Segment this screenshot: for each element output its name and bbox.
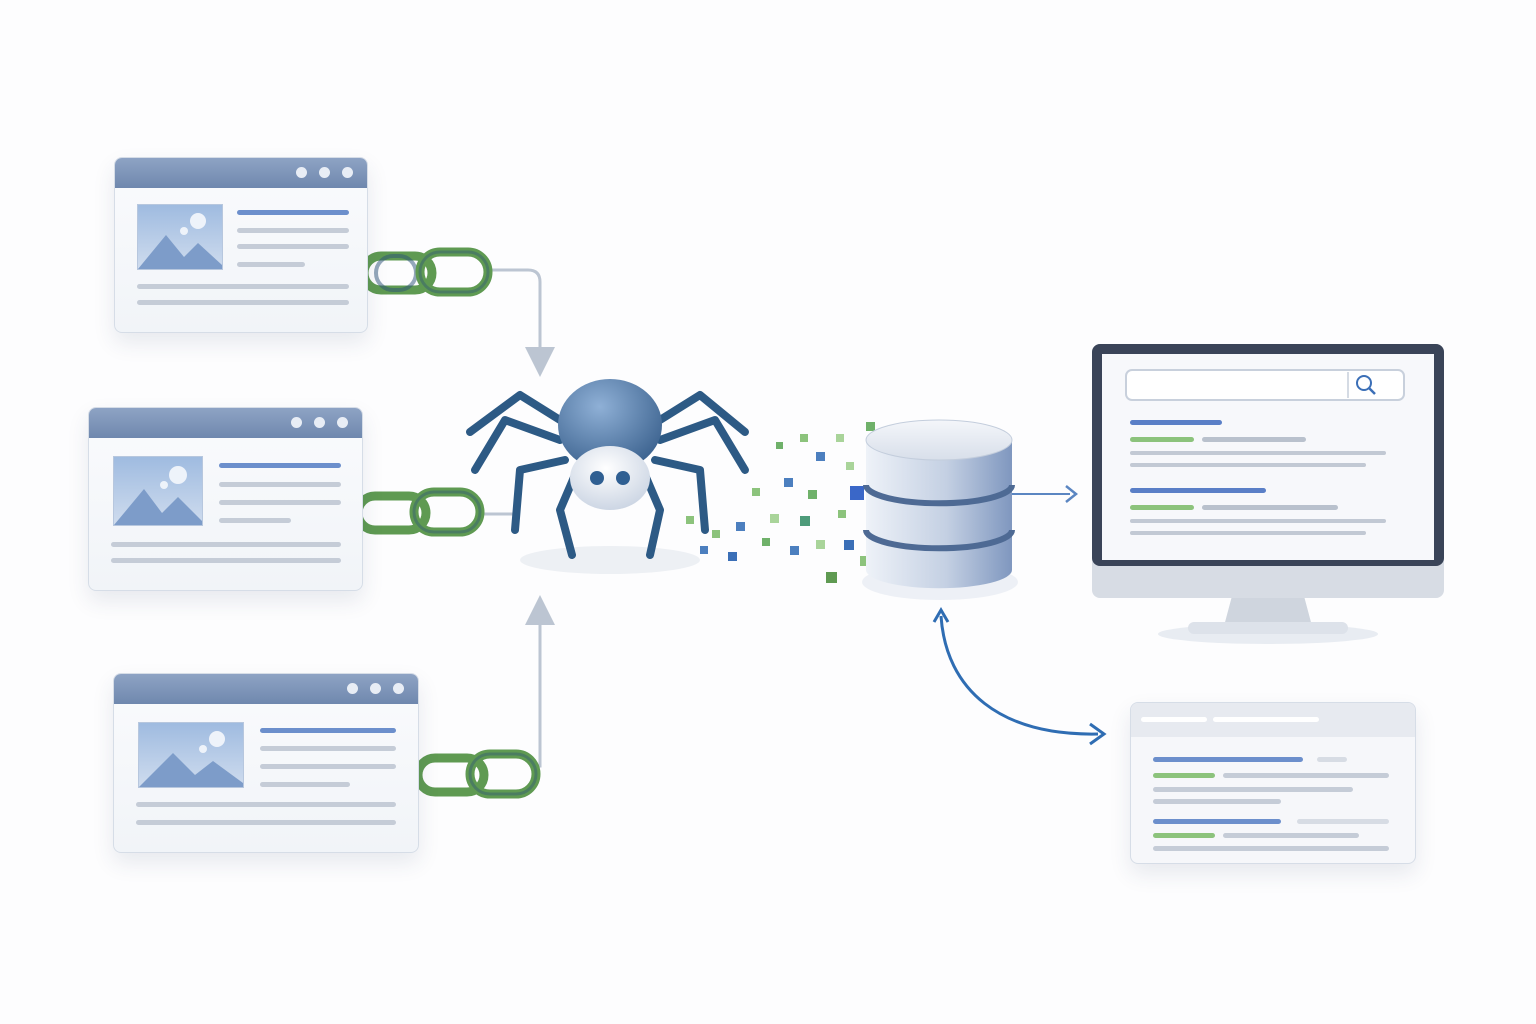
database-icon [862,419,1018,600]
image-placeholder-icon [113,456,203,526]
chain-link-icon [353,487,485,537]
window-dot-icon [337,417,348,428]
web-page-card [113,673,419,853]
web-page-card [114,157,368,333]
window-dot-icon [347,683,358,694]
monitor-icon [1092,344,1444,644]
page-titlebar [115,158,367,188]
chain-link-icon [359,247,493,297]
window-dot-icon [370,683,381,694]
data-particles [686,422,887,583]
connector-top [488,268,555,377]
window-dot-icon [342,167,353,178]
window-dot-icon [319,167,330,178]
web-page-card [88,407,363,591]
window-dot-icon [393,683,404,694]
arrow-to-results [939,615,1099,736]
connector-bottom [525,595,555,768]
results-index-card [1130,702,1416,864]
page-titlebar [89,408,362,438]
image-placeholder-icon [137,204,223,270]
spider-icon [466,379,749,574]
window-dot-icon [314,417,325,428]
window-dot-icon [296,167,307,178]
page-titlebar [114,674,418,704]
image-placeholder-icon [138,722,244,788]
results-header [1131,703,1415,737]
search-icon [1356,375,1376,395]
window-dot-icon [291,417,302,428]
chain-link-icon [413,749,541,799]
